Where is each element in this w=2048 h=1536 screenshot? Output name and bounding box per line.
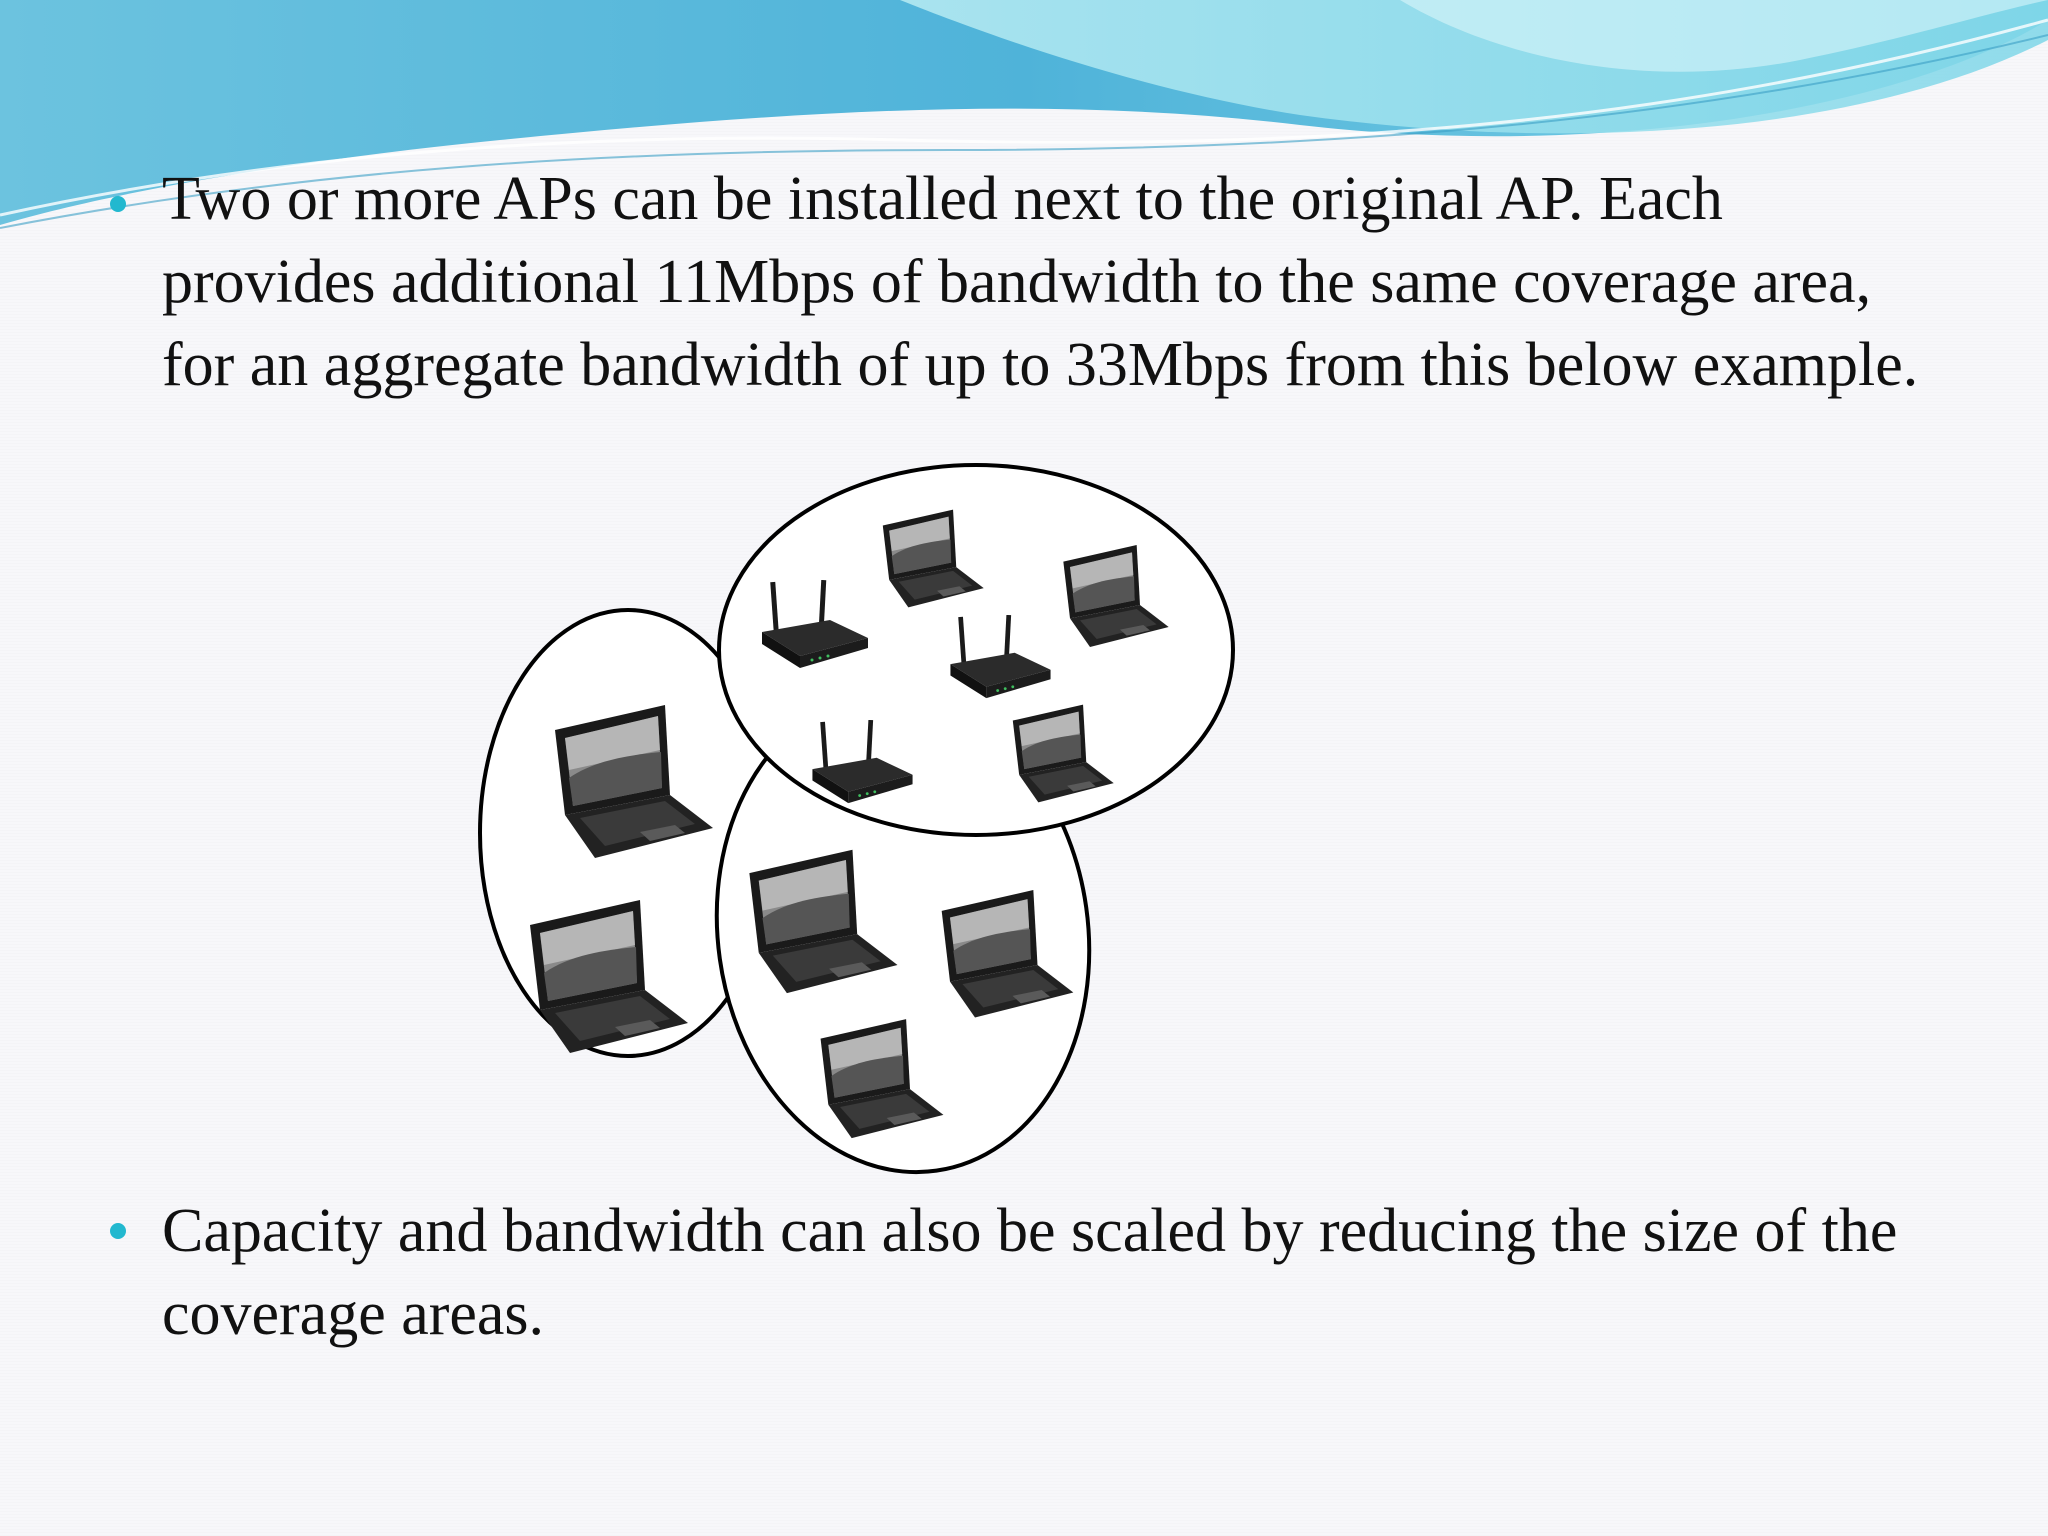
top-coverage-cell (717, 463, 1235, 837)
bullet-marker (110, 1223, 126, 1239)
wave-header-decoration (0, 0, 2048, 229)
bullet-text-aggregate-bandwidth: Two or more APs can be installed next to… (162, 165, 1919, 399)
bullet-text-scaling-capacity: Capacity and bandwidth can also be scale… (162, 1197, 1898, 1348)
bullet-marker (110, 196, 126, 212)
